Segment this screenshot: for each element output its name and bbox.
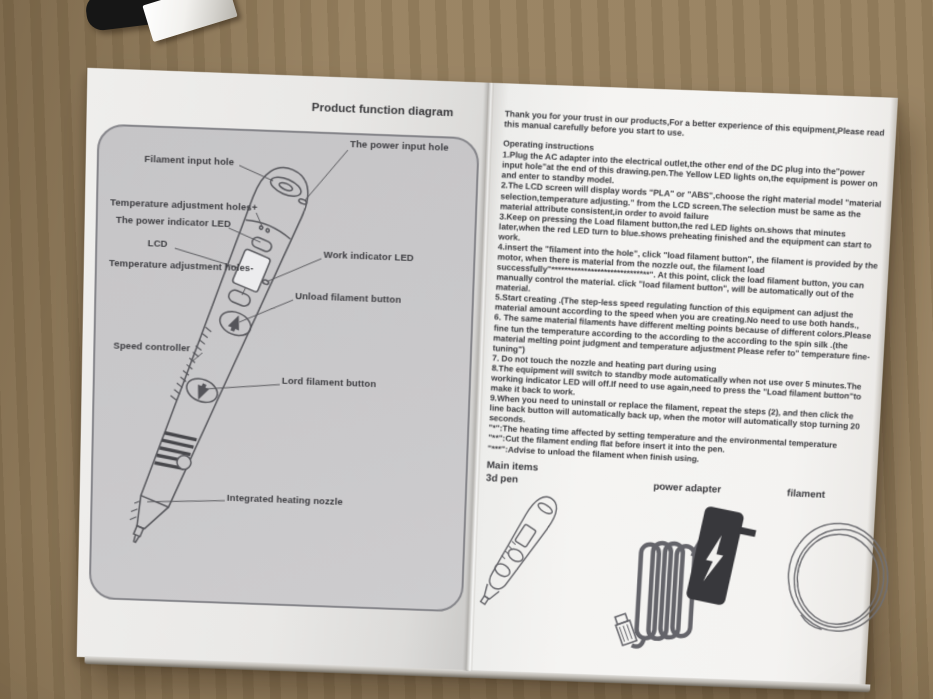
temp-minus-holes-shape <box>227 288 252 308</box>
pen-diagram <box>77 68 488 671</box>
filament-input-hole-shape <box>268 173 304 200</box>
power-adapter-drawing <box>606 505 757 659</box>
power-led-shape <box>251 236 273 253</box>
unload-button-shape <box>216 307 254 340</box>
lord-button-shape <box>185 377 219 404</box>
main-item-filament: filament <box>749 486 902 665</box>
grip-button-shape <box>175 453 193 471</box>
lcd-screen-shape <box>232 249 271 293</box>
main-item-pen: 3d pen <box>477 473 615 652</box>
main-item-adapter: power adapter <box>606 479 760 658</box>
nozzle-shape <box>121 494 169 548</box>
manual-booklet: Product function diagram <box>76 67 898 693</box>
small-white-box <box>142 0 238 43</box>
main-items-section: Main items 3d pen <box>477 460 863 664</box>
label-lcd: LCD <box>147 238 168 250</box>
right-page-content: Thank you for your trust in our products… <box>462 80 901 688</box>
filament-item-label: filament <box>786 487 826 501</box>
main-items-row: 3d pen <box>477 473 862 664</box>
speed-controller-shape <box>170 325 212 401</box>
leader-lines <box>147 143 348 509</box>
manual-right-page: Thank you for your trust in our products… <box>466 82 898 686</box>
filament-coil-drawing <box>777 511 900 649</box>
pen-drawing-small <box>478 482 615 643</box>
grip-hatch-shape <box>153 427 197 474</box>
manual-left-page: Product function diagram <box>76 67 488 671</box>
temp-plus-holes-shape <box>259 226 270 233</box>
work-led-shape <box>262 279 269 285</box>
